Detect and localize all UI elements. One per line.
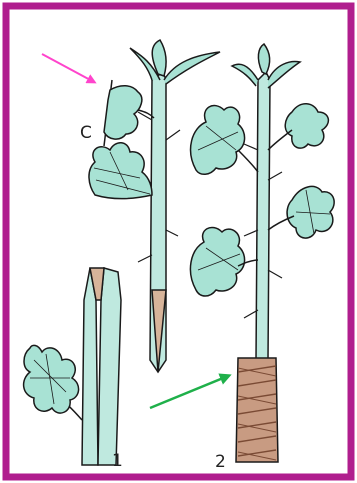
pink-arrow bbox=[42, 54, 94, 82]
label-figure-1: 1 bbox=[112, 451, 123, 471]
green-arrow bbox=[150, 376, 228, 408]
grafted-plant-figure-2 bbox=[190, 44, 334, 462]
rootstock-figure-1 bbox=[24, 268, 121, 465]
label-figure-2: 2 bbox=[215, 452, 226, 472]
label-c: C bbox=[80, 123, 92, 143]
scion-c-leaf bbox=[104, 80, 154, 146]
